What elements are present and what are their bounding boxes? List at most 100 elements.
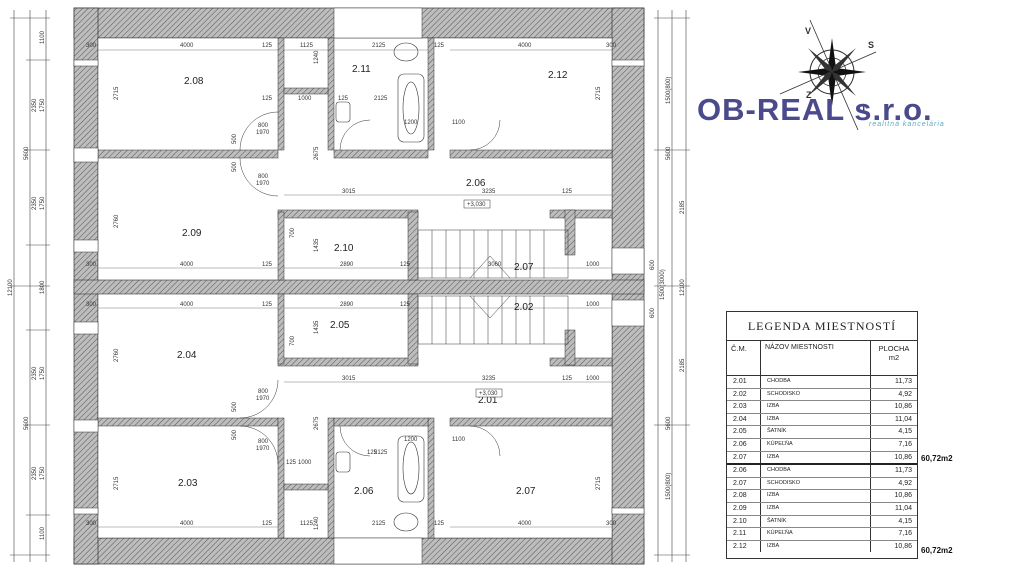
dim-300-a: 300 <box>86 43 97 49</box>
room-2-07-top: 2.07 <box>514 262 534 273</box>
dim-300-c: 300 <box>86 262 97 268</box>
row-area: 4,92 <box>898 479 912 487</box>
row-number: 2.05 <box>727 426 761 438</box>
row-number: 2.06 <box>727 465 761 477</box>
dim-125-c: 125 <box>262 96 273 102</box>
row-number: 2.07 <box>727 451 761 464</box>
row-name: ŠATNÍK <box>761 426 871 438</box>
dim-2350-a: 2350 <box>32 98 38 112</box>
dim-125-g: 125 <box>400 262 411 268</box>
room-2-02: 2.02 <box>514 302 534 313</box>
dim-125-j: 125 <box>562 376 573 382</box>
dim-700-b: 700 <box>290 335 296 346</box>
dim-1000-b: 1000 <box>586 262 600 268</box>
dim-1240-a: 1240 <box>314 50 320 64</box>
row-area: 10,86 <box>894 492 912 500</box>
dim-5600-d: 5600 <box>666 416 672 430</box>
dim-125-i: 125 <box>400 302 411 308</box>
right-dimension-lines <box>654 10 690 562</box>
row-area: 11,04 <box>895 504 912 512</box>
row-area: 4,15 <box>898 428 912 436</box>
dim-2715-d: 2715 <box>596 476 602 490</box>
row-name: IZBA <box>761 490 871 502</box>
dim-2675-a: 2675 <box>314 146 320 160</box>
dim-1970-d: 1970 <box>256 446 270 452</box>
row-number: 2.08 <box>727 490 761 502</box>
dim-1800: 1800 <box>40 280 46 294</box>
dim-2715-a: 2715 <box>114 86 120 100</box>
legend-total-top: 60,72m2 <box>921 454 953 463</box>
dim-2760-a: 2760 <box>114 214 120 228</box>
left-dimension-lines <box>10 10 50 562</box>
row-area: 10,86 <box>894 453 912 461</box>
dim-1100-d: 1100 <box>40 526 46 540</box>
row-number: 2.03 <box>727 401 761 413</box>
row-number: 2.02 <box>727 388 761 401</box>
dim-3235-b: 3235 <box>482 376 496 382</box>
legend-col-number: Č.M. <box>727 341 761 375</box>
dim-800-d: 800 <box>258 439 269 445</box>
row-number: 2.11 <box>727 528 761 540</box>
party-wall <box>73 279 645 295</box>
dim-2890-b: 2890 <box>340 302 354 308</box>
dim-2350-d: 2350 <box>32 466 38 480</box>
row-name: CHODBA <box>761 376 871 388</box>
dim-1750-b: 1750 <box>40 196 46 210</box>
dim-1200-b: 1200 <box>404 437 418 443</box>
row-area: 10,86 <box>894 542 912 550</box>
door-swings <box>239 111 501 465</box>
dim-1000-a: 1000 <box>298 96 312 102</box>
dim-2125-d: 2125 <box>372 521 386 527</box>
dim-600-a: 600 <box>650 259 656 270</box>
row-name: IZBA <box>761 401 871 413</box>
dim-300-f: 300 <box>606 521 617 527</box>
dim-500-d: 500 <box>232 429 238 440</box>
legend-col-area: PLOCHA m2 <box>878 344 910 362</box>
dim-1125-a: 1125 <box>300 43 314 49</box>
row-number: 2.06 <box>727 438 761 451</box>
dim-125-a: 125 <box>262 43 273 49</box>
dim-125-d: 125 <box>338 96 349 102</box>
dim-4000-b: 4000 <box>518 43 532 49</box>
dim-4000-f: 4000 <box>518 521 532 527</box>
row-name: IZBA <box>761 451 871 464</box>
dim-800-c: 800 <box>258 389 269 395</box>
dim-1970-c: 1970 <box>256 396 270 402</box>
room-2-04: 2.04 <box>177 350 197 361</box>
dim-4000-e: 4000 <box>180 521 194 527</box>
room-2-05: 2.05 <box>330 320 350 331</box>
dim-1000-c: 1000 <box>586 302 600 308</box>
row-number: 2.12 <box>727 540 761 553</box>
row-name: KÚPEĽŇA <box>761 528 871 540</box>
row-area: 11,04 <box>895 415 912 423</box>
dim-800-a: 800 <box>258 123 269 129</box>
dim-4000-d: 4000 <box>180 302 194 308</box>
dim-1500-b: 1500(800) <box>666 473 672 500</box>
row-name: SCHODISKO <box>761 477 871 490</box>
dim-700-a: 700 <box>290 227 296 238</box>
row-name: IZBA <box>761 413 871 426</box>
dim-125-l: 125 <box>367 450 378 456</box>
dim-1100-a: 1100 <box>452 120 466 126</box>
compass-j-label: J <box>860 104 865 114</box>
dim-2715-c: 2715 <box>114 476 120 490</box>
dim-2350-c: 2350 <box>32 366 38 380</box>
row-number: 2.10 <box>727 515 761 528</box>
room-2-07-bottom: 2.07 <box>516 486 536 497</box>
dim-12100-a: 12100 <box>8 279 14 296</box>
dim-1200-a: 1200 <box>404 120 418 126</box>
room-2-01: 2.01 <box>478 395 498 406</box>
row-number: 2.01 <box>727 376 761 388</box>
dim-1970-b: 1970 <box>256 181 270 187</box>
dim-125-e: 125 <box>562 189 573 195</box>
dim-1000-d: 1000 <box>586 376 600 382</box>
dim-2760-b: 2760 <box>114 348 120 362</box>
room-2-11: 2.11 <box>352 64 371 75</box>
legend-total-bottom: 60,72m2 <box>921 546 953 555</box>
